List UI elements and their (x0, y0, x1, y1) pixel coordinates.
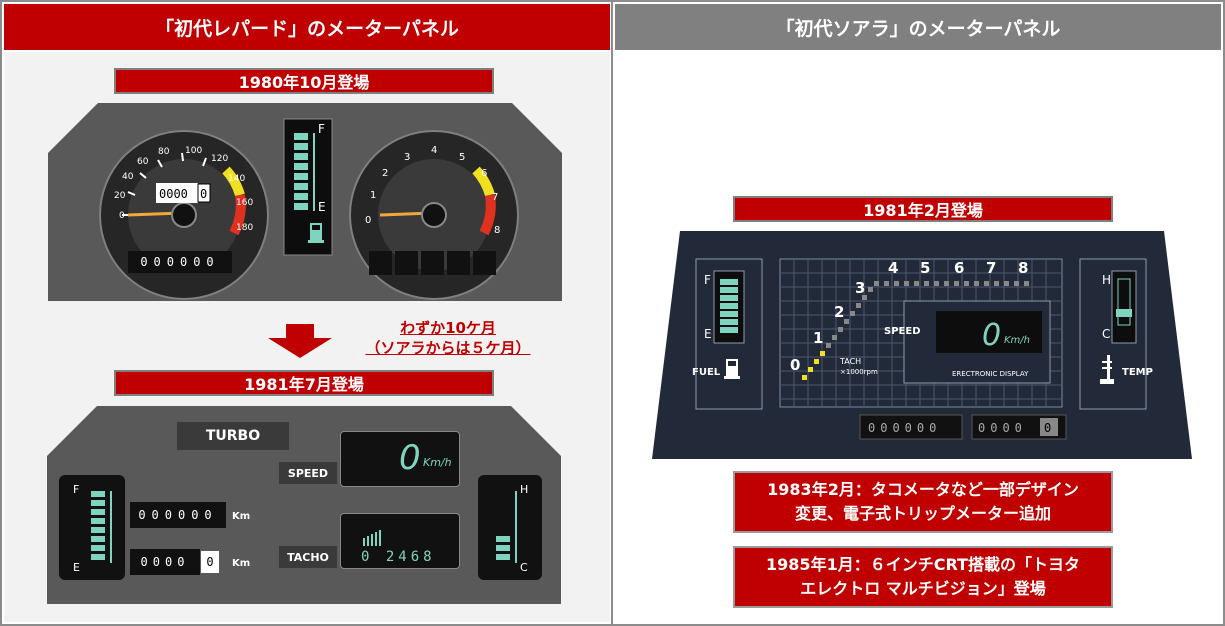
trip-counter-last: 0 (200, 187, 207, 201)
tacho-tick: 7 (492, 192, 498, 203)
tach-dot-path (802, 281, 1029, 380)
fuel-empty-mark: E (73, 561, 80, 574)
turbo-temp-gauge: H C (478, 475, 542, 580)
tacho-tick: 1 (370, 190, 376, 201)
tach-unit: ×1000rpm (840, 368, 878, 376)
tach-tick: 5 (920, 259, 930, 277)
tach-label: TACH (839, 357, 861, 366)
tach-tick: 8 (1018, 259, 1028, 277)
speed-label: SPEED (279, 462, 337, 484)
tach-tick: 0 (790, 356, 800, 374)
tacho-tick: 2 (382, 168, 388, 179)
tach-tick: 4 (888, 259, 898, 277)
speed-value: 0 (982, 318, 1001, 353)
tacho-bar-graph (363, 530, 381, 546)
tacho-tick: 3 (404, 152, 410, 163)
tacho-blank-boxes (369, 251, 496, 275)
fuel-pump-icon (724, 359, 740, 379)
turbo-odometer: 000000 (130, 502, 226, 528)
speedo-tick: 140 (228, 174, 245, 184)
fuel-full-mark: F (318, 122, 325, 136)
tach-tick: 3 (855, 279, 865, 297)
speedo-tick: 160 (236, 198, 253, 208)
down-arrow-icon (268, 324, 332, 358)
leopard-header: 「初代レパード」のメーターパネル (4, 4, 610, 50)
speedo-tick: 40 (122, 172, 134, 182)
tach-tick: 1 (813, 329, 823, 347)
speedo-tick: 180 (236, 223, 253, 233)
temp-label: TEMP (1122, 367, 1153, 378)
speedo-tick: 100 (185, 146, 202, 156)
column-divider (611, 0, 613, 626)
turbo-trip-last-digit: 0 (201, 551, 219, 573)
speed-value: 0 (399, 438, 421, 478)
event-1983-line1: 1983年2月：タコメータなど一部デザイン (767, 480, 1079, 499)
soarer-header: 「初代ソアラ」のメーターパネル (615, 4, 1221, 50)
turbo-trip: 0000 (130, 549, 200, 575)
tacho-tick: 8 (494, 225, 500, 236)
fuel-label: FUEL (692, 367, 721, 378)
speedo-tick: 60 (137, 157, 149, 167)
soarer-debut-label: 1981年2月登場 (733, 196, 1113, 222)
fuel-pump-icon (308, 223, 324, 243)
speed-unit: Km/h (1004, 335, 1030, 346)
fuel-full-mark: F (704, 273, 711, 287)
temp-hot-mark: H (1102, 273, 1111, 287)
tacho-tick: 4 (431, 145, 437, 156)
interval-note-line1: わずか10ケ月 (400, 319, 496, 337)
electronic-display-label: ERECTRONIC DISPLAY (952, 370, 1029, 378)
tach-tick: 7 (986, 259, 996, 277)
speed-unit: Km/h (423, 456, 452, 469)
turbo-fuel-gauge: F E (59, 475, 125, 580)
tach-tick: 6 (954, 259, 964, 277)
tach-tick: 2 (834, 303, 844, 321)
temp-cold-mark: C (520, 561, 528, 574)
soarer-trip-last: 0 (1044, 421, 1051, 435)
speedo-tick: 80 (158, 147, 170, 157)
speedo-tick: 0 (119, 211, 125, 221)
event-1983-line2: 変更、電子式トリップメーター追加 (794, 504, 1051, 523)
event-1983-box: 1983年2月：タコメータなど一部デザイン 変更、電子式トリップメーター追加 (733, 471, 1113, 533)
interval-note: わずか10ケ月 （ソアラからは５ケ月） (348, 318, 548, 358)
interval-note-line2: （ソアラからは５ケ月） (365, 339, 531, 357)
temp-hot-mark: H (520, 483, 529, 496)
tacho-label: TACHO (279, 546, 337, 568)
debut-1980-label: 1980年10月登場 (114, 68, 494, 94)
leopard-odometer: 000000 (128, 251, 232, 273)
fuel-empty-mark: E (704, 327, 712, 341)
trip-unit: Km (232, 558, 251, 569)
temp-cold-mark: C (1102, 327, 1110, 341)
speedo-tick: 120 (211, 154, 228, 164)
odometer-unit: Km (232, 511, 251, 522)
speedo-tick: 20 (114, 191, 126, 201)
speed-label: SPEED (884, 326, 921, 337)
tacho-tick: 5 (459, 152, 465, 163)
tacho-tick: 6 (481, 168, 487, 179)
event-1985-line1: 1985年1月：６インチCRT搭載の「トヨタ (766, 555, 1080, 574)
event-1985-box: 1985年1月：６インチCRT搭載の「トヨタ エレクトロ マルチビジョン」登場 (733, 546, 1113, 608)
fuel-empty-mark: E (318, 200, 326, 214)
debut-1981-label: 1981年7月登場 (114, 370, 494, 396)
trip-counter: 0000 (159, 187, 188, 201)
thermometer-icon (1100, 355, 1114, 384)
digital-tacho-display: 0 2468 (340, 513, 460, 569)
digital-speed-display: 0 Km/h (340, 431, 460, 487)
fuel-full-mark: F (73, 483, 80, 496)
soarer-odometer: 000000 (868, 421, 941, 435)
soarer-trip: 0000 (978, 421, 1027, 435)
soarer-meter-panel: F E FUEL 0 1 2 3 4 (652, 231, 1192, 459)
tacho-tick: 0 (365, 215, 371, 226)
event-1985-line2: エレクトロ マルチビジョン」登場 (800, 579, 1046, 598)
turbo-indicator: TURBO (177, 422, 289, 450)
tacho-scale: 0 2468 (361, 549, 436, 565)
